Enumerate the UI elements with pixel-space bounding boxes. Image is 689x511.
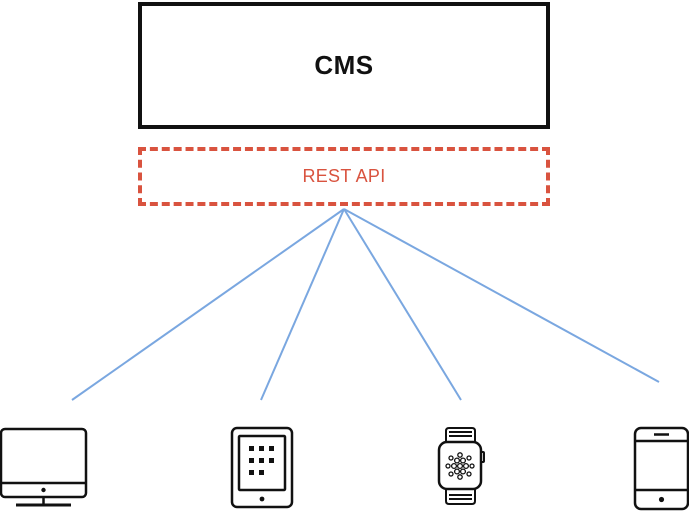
connector-lines <box>71 208 660 401</box>
cms-label: CMS <box>314 50 374 80</box>
connector-line-tablet <box>260 208 345 401</box>
connector-line-watch <box>343 208 462 401</box>
smartwatch-icon <box>437 427 485 505</box>
tablet-icon <box>230 426 294 509</box>
rest-api-label: REST API <box>302 166 386 186</box>
rest-api-box: REST API <box>138 147 550 206</box>
connector-line-phone <box>343 208 660 383</box>
connector-line-desktop <box>71 208 345 401</box>
cms-box: CMS <box>138 2 550 129</box>
desktop-monitor-icon <box>0 427 88 507</box>
smartphone-icon <box>633 426 689 511</box>
